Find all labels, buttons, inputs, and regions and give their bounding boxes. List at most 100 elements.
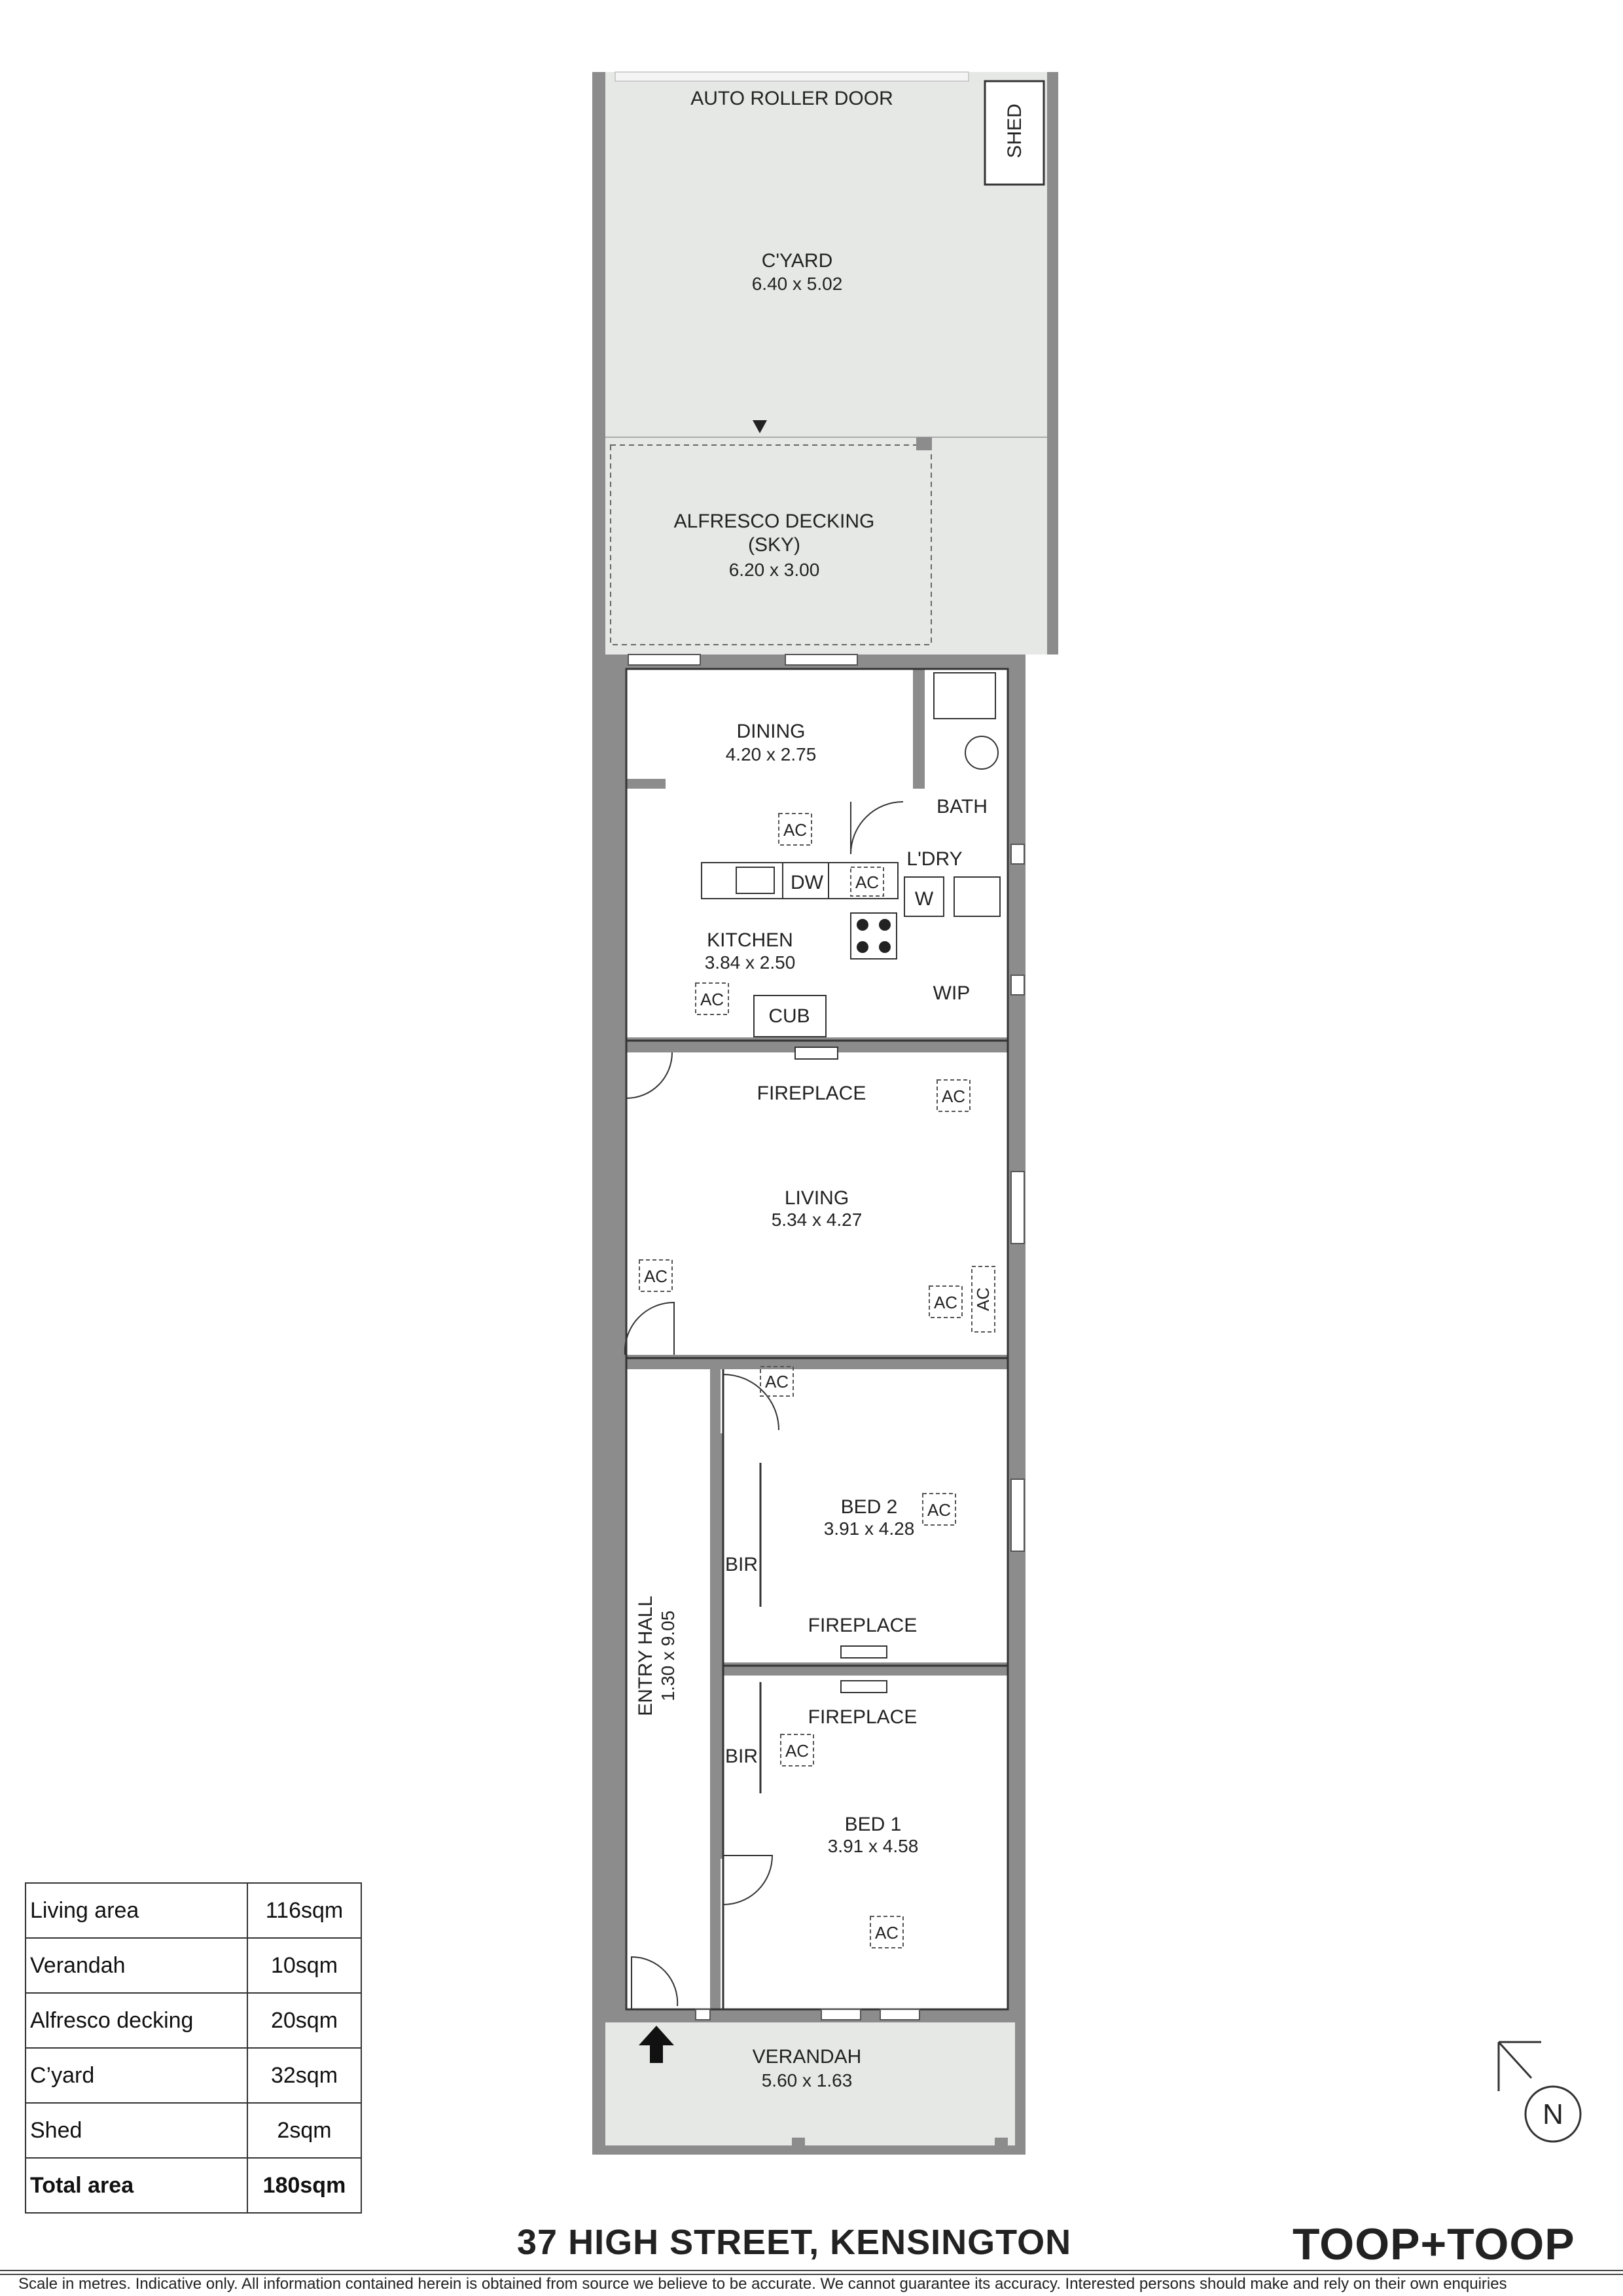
roller-door-strip [615,71,969,82]
cupboard [753,995,827,1037]
ac-unit-living-top: AC [936,1079,971,1112]
compass-north-label: N [1543,2098,1563,2130]
cooktop-burners [857,919,891,953]
area-label: Shed [25,2102,248,2159]
property-address: 37 HIGH STREET, KENSINGTON [517,2223,1072,2262]
bed1-label: BED 1 [845,1814,902,1835]
bed2-bir-label: BIR [725,1554,758,1575]
dining-dims: 4.20 x 2.75 [726,744,817,764]
bed1-fireplace-label: FIREPLACE [808,1706,918,1728]
total-area-row: Total area 180sqm [25,2157,362,2214]
ac-unit-kitchen-bench: AC [850,867,884,897]
kitchen-sink [736,867,775,894]
dishwasher-label: DW [791,872,824,893]
ac-unit-living-left: AC [639,1259,673,1292]
svg-text:AC: AC [855,872,879,892]
area-value: 2sqm [247,2102,362,2159]
fireplace-bed1-hearth [840,1680,887,1693]
fireplace-living-hearth [794,1047,838,1060]
wip-label: WIP [933,982,971,1004]
room-labels: AUTO ROLLER DOOR SHED C'YARD 6.40 x 5.02… [635,88,1026,2090]
shed-box [984,80,1045,186]
ac-units: AC AC AC AC AC AC AC AC AC AC AC [639,813,995,1948]
alfresco-dims: 6.20 x 3.00 [729,560,820,580]
svg-text:AC: AC [785,1741,809,1761]
svg-text:AC: AC [765,1372,789,1391]
entry-hall-dims: 1.30 x 9.05 [658,1611,678,1702]
svg-text:AC: AC [942,1086,965,1106]
door-swings [624,801,904,2009]
area-value: 10sqm [247,1937,362,1994]
svg-text:AC: AC [644,1266,668,1286]
divider-line [0,2270,1623,2271]
divider-line [0,2274,1623,2275]
washer-label: W [915,888,934,910]
area-label: Living area [25,1882,248,1939]
shed-label: SHED [1004,103,1026,158]
toilet-icon [965,736,999,770]
kitchen-bench [701,862,899,899]
fireplace-bed2-hearth [840,1645,887,1659]
kitchen-dims: 3.84 x 2.50 [705,952,796,973]
living-label: LIVING [785,1187,849,1209]
bed1-dims: 3.91 x 4.58 [828,1836,919,1856]
alfresco-sub-label: (SKY) [748,534,800,556]
alfresco-outline [610,444,932,645]
entry-arrow-icon [639,2026,674,2063]
svg-text:AC: AC [934,1293,957,1312]
washer-box [904,876,944,917]
ac-unit-bed1-top: AC [780,1734,814,1767]
bath-label: BATH [936,796,988,817]
cooktop [850,912,897,960]
alfresco-arrow-marker [753,420,767,433]
cyard-label: C'YARD [762,250,833,272]
ac-unit-bed2: AC [922,1493,956,1526]
svg-text:AC: AC [700,990,724,1009]
verandah-dims: 5.60 x 1.63 [762,2070,853,2090]
ac-unit-living-wall: AC [971,1266,995,1333]
windows [628,654,1025,2020]
svg-text:AC: AC [875,1923,899,1943]
dining-label: DINING [737,721,806,742]
bath-basin [933,672,996,719]
laundry-label: L'DRY [906,848,962,870]
living-fireplace-label: FIREPLACE [757,1083,866,1104]
laundry-tub [954,876,1001,917]
roller-door-label: AUTO ROLLER DOOR [690,88,893,109]
area-value: 20sqm [247,1992,362,2049]
cyard-dims: 6.40 x 5.02 [752,274,843,294]
ac-unit-living-right: AC [929,1285,963,1318]
disclaimer-text: Scale in metres. Indicative only. All in… [18,2275,1507,2293]
agency-logo: TOOP+TOOP [1293,2219,1575,2269]
svg-text:AC: AC [783,820,807,840]
cub-label: CUB [768,1005,810,1027]
entry-hall-label: ENTRY HALL [635,1596,656,1716]
bed2-dims: 3.91 x 4.28 [824,1518,915,1539]
total-area-value: 180sqm [247,2157,362,2214]
verandah-post [995,2138,1008,2153]
kitchen-label: KITCHEN [707,929,793,951]
ac-unit-bed1: AC [870,1916,904,1948]
compass: N [1497,2041,1582,2143]
post [916,437,932,450]
living-dims: 5.34 x 4.27 [772,1210,863,1230]
ac-unit-kitchen: AC [695,982,729,1015]
ac-unit-hall: AC [760,1366,794,1397]
area-label: Alfresco decking [25,1992,248,2049]
ac-unit-dining: AC [778,813,812,846]
area-value: 32sqm [247,2047,362,2104]
courtyard-area [592,72,1058,655]
area-label: Verandah [25,1937,248,1994]
verandah-label: VERANDAH [753,2046,862,2068]
bed1-bir-label: BIR [725,1746,758,1767]
svg-text:AC: AC [927,1500,951,1520]
walls [592,72,1058,2155]
area-label: C’yard [25,2047,248,2104]
